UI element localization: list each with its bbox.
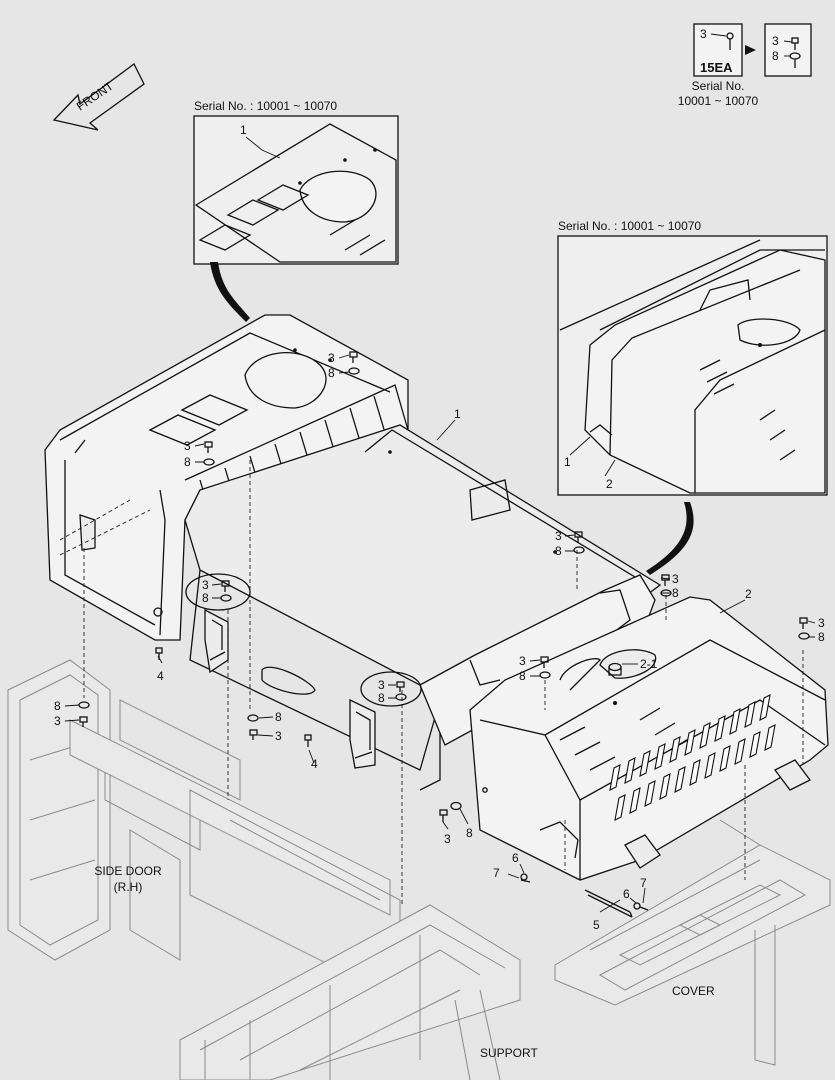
callout-7-a: 7 — [493, 866, 500, 880]
inset-left-callout: 1 — [240, 123, 247, 137]
small-hood — [469, 596, 829, 881]
callout-3-f: 3 — [519, 654, 526, 668]
callout-3-a: 3 — [328, 351, 335, 365]
kit-right-qty-a: 3 — [772, 34, 779, 48]
kit-right-qty-b: 8 — [772, 49, 779, 63]
kit-serial-line2: 10001 ~ 10070 — [678, 94, 759, 108]
caption-cover: COVER — [672, 984, 715, 998]
callout-7-b: 7 — [640, 876, 647, 890]
caption-side-door-rh: (R.H) — [114, 880, 143, 894]
callout-8-j: 8 — [275, 710, 282, 724]
fasteners — [59, 351, 816, 918]
callout-8-b: 8 — [184, 455, 191, 469]
callout-4-b: 4 — [311, 757, 318, 771]
callout-8-d: 8 — [378, 691, 385, 705]
callout-3-h: 3 — [818, 616, 825, 630]
callout-numbers: 1 2 2-1 3 8 3 8 3 8 3 8 3 8 3 8 3 8 3 8 … — [54, 351, 825, 932]
callout-3-c: 3 — [202, 578, 209, 592]
callout-8-e: 8 — [555, 544, 562, 558]
callout-3-d: 3 — [378, 678, 385, 692]
callout-6-b: 6 — [623, 887, 630, 901]
callout-8-i: 8 — [54, 699, 61, 713]
callout-8-a: 8 — [328, 366, 335, 380]
callout-2-1: 2-1 — [640, 657, 658, 671]
captions: SIDE DOOR (R.H) COVER SUPPORT — [94, 864, 715, 1060]
caption-support: SUPPORT — [480, 1046, 538, 1060]
callout-3-b: 3 — [184, 439, 191, 453]
caption-side-door: SIDE DOOR — [94, 864, 162, 878]
grille-slots — [609, 694, 776, 821]
kit-serial-line1: Serial No. — [692, 79, 745, 93]
callout-8-g: 8 — [672, 586, 679, 600]
callout-4-a: 4 — [157, 669, 164, 683]
bolt-kit-box: 3 15EA 3 8 Serial No. 10001 ~ 10070 — [678, 23, 812, 108]
kit-left-qty: 3 — [700, 27, 707, 41]
inset-right-callout-1: 1 — [564, 455, 571, 469]
inset-right-callout-2: 2 — [606, 477, 613, 491]
inset-right-title: Serial No. : 10001 ~ 10070 — [558, 219, 701, 233]
callout-2: 2 — [745, 587, 752, 601]
inset-left: Serial No. : 10001 ~ 10070 1 — [193, 99, 399, 322]
callout-3-k: 3 — [444, 832, 451, 846]
callout-8-h: 8 — [818, 630, 825, 644]
kit-count: 15EA — [700, 60, 733, 75]
callout-8-c: 8 — [202, 591, 209, 605]
background-frame — [7, 659, 831, 1080]
front-arrow: FRONT — [52, 63, 145, 131]
inset-left-title: Serial No. : 10001 ~ 10070 — [194, 99, 337, 113]
callout-1: 1 — [454, 407, 461, 421]
callout-5: 5 — [593, 918, 600, 932]
callout-3-e: 3 — [555, 529, 562, 543]
callout-3-j: 3 — [275, 729, 282, 743]
callout-8-f: 8 — [519, 669, 526, 683]
callout-6-a: 6 — [512, 851, 519, 865]
callout-8-k: 8 — [466, 826, 473, 840]
callout-3-g: 3 — [672, 572, 679, 586]
callout-3-i: 3 — [54, 714, 61, 728]
inset-right: Serial No. : 10001 ~ 10070 1 2 — [557, 219, 828, 575]
